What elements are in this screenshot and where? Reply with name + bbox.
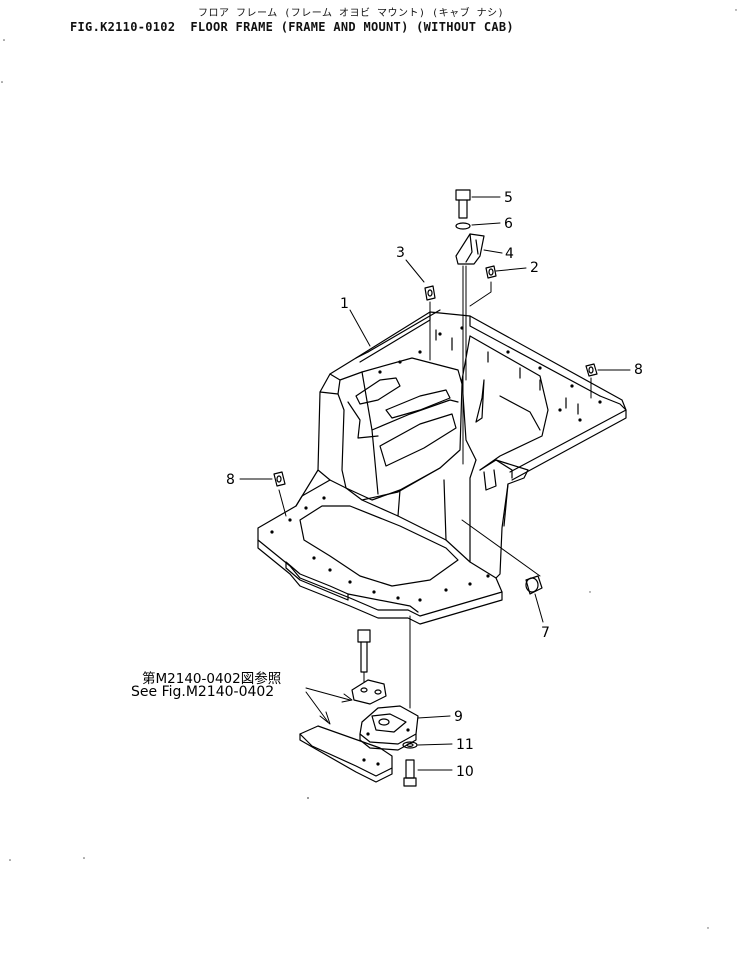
- nut-3: [424, 285, 436, 301]
- bolt-5: [455, 189, 471, 219]
- callout-2: 2: [530, 260, 539, 276]
- figure-title: FIG.K2110-0102 FLOOR FRAME (FRAME AND MO…: [70, 20, 514, 34]
- callout-9: 9: [454, 709, 463, 725]
- mount-plate-small: [351, 679, 387, 705]
- nut-2: [485, 265, 497, 279]
- nut-8-right: [585, 363, 598, 377]
- bracket-4: [455, 233, 485, 265]
- side-bracket: [299, 725, 393, 783]
- floor-frame: [257, 309, 627, 625]
- callout-7: 7: [541, 625, 550, 641]
- leader-7-guide: [461, 519, 541, 577]
- callout-5: 5: [504, 190, 513, 206]
- washer-11: [402, 741, 418, 749]
- callout-1: 1: [340, 296, 349, 312]
- callouts: 1 2 3 4 5 6 7 8 8 9 10 11: [226, 190, 643, 780]
- cushion-7: [525, 575, 543, 595]
- callout-4: 4: [505, 246, 514, 262]
- reference-arrows: [305, 687, 353, 725]
- reference-note: See Fig.M2140-0402: [131, 684, 275, 700]
- scan-specks: [1, 9, 737, 929]
- callout-10: 10: [456, 764, 474, 780]
- callout-3: 3: [396, 245, 405, 261]
- washer-6: [455, 222, 471, 230]
- figure-title-japanese: フロア フレーム (フレーム オヨビ マウント) (キャブ ナシ): [198, 8, 505, 19]
- reference-note-japanese: 第M2140-0402図参照: [142, 671, 282, 687]
- callout-8-right: 8: [634, 362, 643, 378]
- upper-mount-bolt: [357, 629, 371, 673]
- callout-11: 11: [456, 737, 474, 753]
- alignment-lines: [278, 265, 592, 517]
- nut-8-left: [273, 471, 286, 487]
- mount-9: [359, 705, 419, 751]
- bolt-10: [403, 759, 417, 787]
- callout-8-left: 8: [226, 472, 235, 488]
- callout-6: 6: [504, 216, 513, 232]
